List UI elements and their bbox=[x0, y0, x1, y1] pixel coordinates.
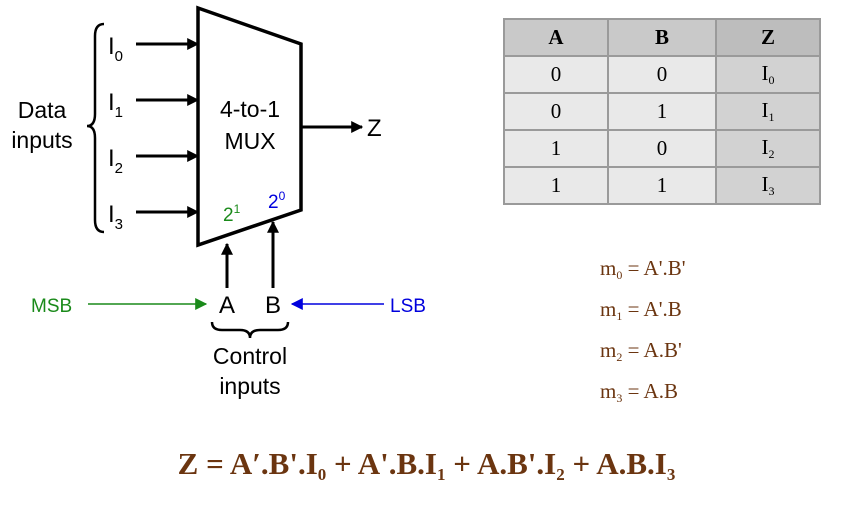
minterm-item: m2 = A.B' bbox=[600, 338, 682, 364]
cell-z: I1 bbox=[715, 92, 821, 131]
table-row: 1 1 I3 bbox=[503, 166, 821, 205]
equation-term: A.B'.I2 bbox=[476, 446, 565, 484]
equation-lhs: Z = bbox=[177, 446, 230, 481]
equation-term: A′.B'.I0 bbox=[229, 446, 327, 484]
input-label-i2: I2 bbox=[108, 145, 123, 177]
cell-z: I2 bbox=[715, 129, 821, 168]
cell-a: 1 bbox=[503, 129, 609, 168]
cell-b: 0 bbox=[607, 55, 717, 94]
select-weight-msb: 21 bbox=[223, 202, 241, 226]
equation-term: A.B.I3 bbox=[596, 446, 676, 484]
header-z: Z bbox=[715, 18, 821, 57]
cell-b: 1 bbox=[607, 92, 717, 131]
cell-a: 0 bbox=[503, 92, 609, 131]
select-weight-lsb: 20 bbox=[268, 189, 286, 213]
minterm-item: m0 = A'.B' bbox=[600, 256, 686, 282]
minterm-item: m1 = A'.B bbox=[600, 297, 682, 323]
minterm-item: m3 = A.B bbox=[600, 379, 678, 405]
data-inputs-label-line1: Data bbox=[18, 97, 67, 123]
output-equation: Z = A′.B'.I0 + A'.B.I1 + A.B'.I2 + A.B.I… bbox=[177, 446, 676, 484]
table-row: 0 1 I1 bbox=[503, 92, 821, 131]
output-label: Z bbox=[367, 115, 382, 142]
truth-table-header-row: A B Z bbox=[503, 18, 821, 57]
input-label-i3: I3 bbox=[108, 201, 123, 233]
header-b: B bbox=[607, 18, 717, 57]
table-row: 0 0 I0 bbox=[503, 55, 821, 94]
control-inputs-label-line1: Control bbox=[213, 343, 287, 369]
select-label-b: B bbox=[265, 292, 281, 319]
table-row: 1 0 I2 bbox=[503, 129, 821, 168]
select-label-a: A bbox=[219, 292, 235, 319]
header-a: A bbox=[503, 18, 609, 57]
data-inputs-label-line2: inputs bbox=[11, 127, 72, 153]
cell-a: 0 bbox=[503, 55, 609, 94]
data-inputs-brace bbox=[86, 22, 105, 234]
cell-b: 0 bbox=[607, 129, 717, 168]
cell-b: 1 bbox=[607, 166, 717, 205]
truth-table: A B Z 0 0 I0 0 1 I1 1 0 I2 1 1 I3 bbox=[503, 18, 821, 205]
control-inputs-brace bbox=[210, 321, 290, 339]
mux-title-line2: MUX bbox=[224, 128, 275, 154]
minterm-list: m0 = A'.B' m1 = A'.B m2 = A.B' m3 = A.B bbox=[600, 253, 686, 417]
mux-body bbox=[196, 5, 303, 248]
cell-z: I0 bbox=[715, 55, 821, 94]
input-label-i1: I1 bbox=[108, 89, 123, 121]
cell-a: 1 bbox=[503, 166, 609, 205]
input-label-i0: I0 bbox=[108, 33, 123, 65]
equation-term: A'.B.I1 bbox=[357, 446, 446, 484]
mux-title-line1: 4-to-1 bbox=[220, 96, 280, 122]
msb-label: MSB bbox=[31, 296, 72, 317]
control-inputs-label-line2: inputs bbox=[219, 373, 280, 399]
lsb-label: LSB bbox=[390, 296, 426, 317]
cell-z: I3 bbox=[715, 166, 821, 205]
